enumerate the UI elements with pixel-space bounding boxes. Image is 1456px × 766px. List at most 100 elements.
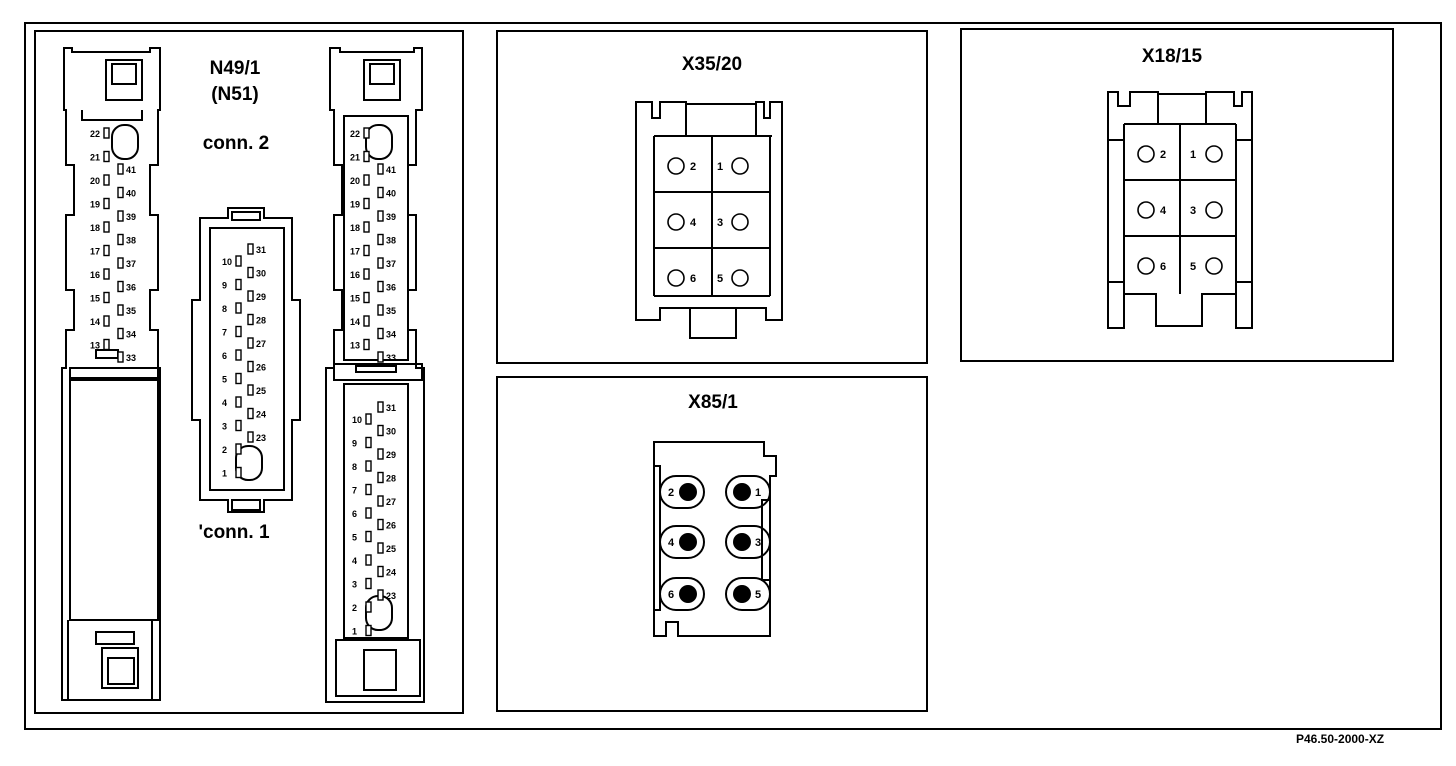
conn2-right-pin-label: 41 [386, 165, 396, 175]
conn1-right-pin-label: 27 [386, 497, 396, 507]
conn1-right-pin-slot [365, 507, 372, 519]
x35-pin-3: 3 [717, 217, 723, 229]
conn1-mid-pin-label: 9 [222, 281, 227, 291]
conn1-mid-pin-label: 4 [222, 398, 227, 408]
x18-pin-6-circle [1137, 257, 1155, 275]
conn2-left-pin-label: 35 [126, 306, 136, 316]
conn2-left-pin-slot [103, 268, 110, 280]
conn2-right-pin-slot [363, 197, 370, 210]
x85-pin-4-dot [679, 533, 697, 551]
conn1-label: 'conn. 1 [198, 522, 270, 543]
conn2-right-pin-label: 22 [350, 129, 360, 139]
conn2-right-pin-slot [377, 304, 384, 316]
conn2-left-pin-label: 16 [90, 270, 100, 280]
conn1-right-pin-slot [365, 413, 372, 425]
x85-pin-4: 4 [668, 537, 675, 549]
conn2-right-pin-slot [363, 174, 370, 186]
conn2-right-pin-label: 18 [350, 223, 360, 233]
x35-pin-2: 2 [690, 161, 696, 173]
conn1-mid-pin-slot [247, 360, 254, 373]
conn2-right-pin-slot [377, 351, 384, 363]
x18-title: X18/15 [1141, 46, 1203, 67]
conn1-right-pin-slot [365, 460, 372, 472]
x18-pin-5: 5 [1190, 261, 1196, 273]
conn1-mid-pin-slot [247, 431, 254, 443]
conn2-right-pin-slot [363, 291, 370, 304]
conn2-left-pin-slot [117, 210, 124, 222]
x18-pin-1: 1 [1190, 149, 1196, 161]
conn2-left-pin-slot [103, 174, 110, 186]
conn1-right-pin-slot [365, 436, 372, 449]
conn2-right-pin-slot [363, 221, 370, 233]
conn2-label: conn. 2 [202, 133, 270, 154]
conn1-mid-pin-slot [235, 396, 242, 408]
x85-pin-6-dot [679, 585, 697, 603]
conn2-right-pin-slot [363, 150, 370, 163]
conn1-right-pin-label: 30 [386, 427, 396, 437]
conn2-left-pin-label: 21 [90, 153, 100, 163]
conn1-right-pin-slot [365, 483, 372, 496]
conn1-right-pin-label: 23 [386, 591, 396, 601]
conn2-right-pin-slot [377, 163, 384, 175]
conn1-right-pin-label: 10 [352, 415, 362, 425]
conn2-left-pin-slot [103, 150, 110, 163]
conn1-right-pin-label: 29 [386, 450, 396, 460]
conn2-left-pin-slot [117, 351, 124, 363]
conn2-right-pin-label: 37 [386, 259, 396, 269]
x35-pin-3-circle [731, 213, 749, 231]
conn2-right-pin-label: 39 [386, 212, 396, 222]
x18-pin-3: 3 [1190, 205, 1196, 217]
conn1-mid-pin-label: 1 [222, 469, 227, 479]
conn2-right-pin-slot [363, 244, 370, 257]
x85-pin-3-dot [733, 533, 751, 551]
conn2-left-pin-slot [117, 257, 124, 269]
conn1-right-pin-slot [365, 554, 372, 566]
conn2-left-pin-label: 13 [90, 341, 100, 351]
x35-pin-6-circle [667, 269, 685, 287]
conn2-left-pin-label: 37 [126, 259, 136, 269]
conn1-mid-pin-label: 28 [256, 316, 266, 326]
conn1-mid-pin-label: 8 [222, 304, 227, 314]
x85-pin-1-dot [733, 483, 751, 501]
conn1-right-pin-slot [377, 448, 384, 460]
conn2-left-pin-label: 20 [90, 176, 100, 186]
conn2-left-pin-slot [103, 291, 110, 304]
conn1-right-pin-slot [365, 530, 372, 543]
x18-pin-4-circle [1137, 201, 1155, 219]
conn1-right-pin-label: 4 [352, 556, 357, 566]
conn1-mid-pin-slot [235, 419, 242, 432]
x85-pin-2: 2 [668, 487, 674, 499]
conn2-left-pin-label: 34 [126, 330, 136, 340]
conn1-mid-pin-slot [247, 290, 254, 302]
conn1-right-pin-slot [377, 401, 384, 413]
conn2-left-pin-slot [103, 315, 110, 327]
x35-pin-4: 4 [690, 217, 697, 229]
conn2-right-pin-label: 40 [386, 189, 396, 199]
conn2-right-pin-label: 14 [350, 317, 360, 327]
conn1-mid-pin-slot [247, 384, 254, 396]
conn2-left-pin-slot [103, 338, 110, 351]
conn2-right-pin-label: 15 [350, 294, 360, 304]
conn2-left-pin-label: 14 [90, 317, 100, 327]
conn2-left-pin-label: 22 [90, 129, 100, 139]
conn1-mid-pin-slot [247, 243, 254, 255]
conn1-mid-pin-label: 29 [256, 292, 266, 302]
x85-panel [496, 376, 928, 712]
conn1-mid-pin-slot [247, 266, 254, 279]
conn1-mid-pin-slot [235, 325, 242, 338]
conn2-left-pin-label: 17 [90, 247, 100, 257]
conn2-left-pin-label: 41 [126, 165, 136, 175]
conn1-mid-pin-label: 24 [256, 410, 266, 420]
conn2-right-pin-slot [363, 338, 370, 351]
conn1-mid-pin-slot [235, 443, 242, 455]
conn1-right-pin-label: 24 [386, 568, 396, 578]
footer-code: P46.50-2000-XZ [1296, 732, 1385, 746]
conn1-mid-pin-slot [247, 337, 254, 349]
conn2-right-pin-slot [377, 210, 384, 222]
conn1-mid-pin-slot [235, 466, 242, 479]
outer-frame [24, 22, 1442, 730]
conn1-right-pin-slot [377, 518, 384, 531]
